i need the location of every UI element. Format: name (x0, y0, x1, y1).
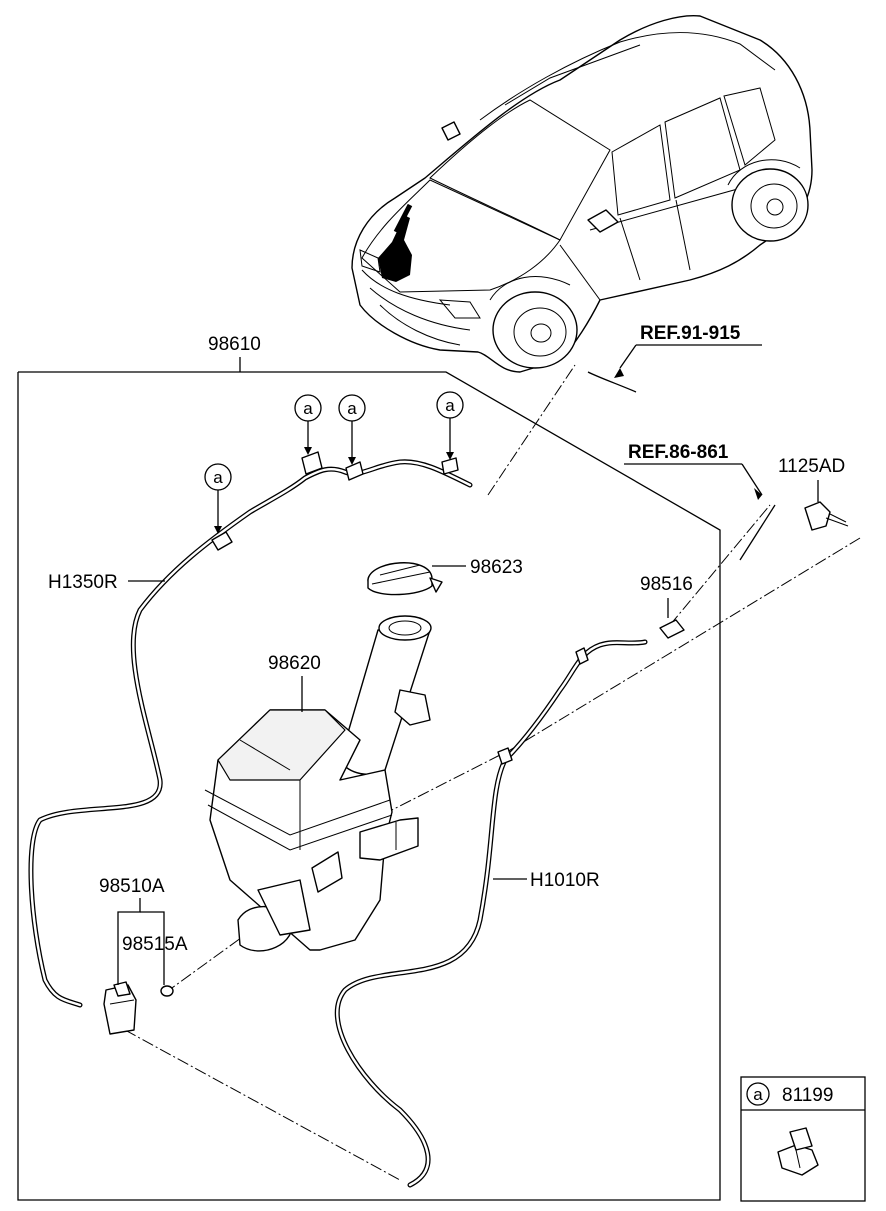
clip-callout-4: a (436, 391, 464, 460)
assembly-label: 98610 (208, 334, 261, 355)
connector-label: 98516 (640, 574, 693, 595)
clip-callout-2: a (294, 394, 322, 455)
callout-letter: a (303, 399, 313, 418)
washer-reservoir: 98620 (204, 615, 432, 952)
ref-86-861-callout: REF.86-861 (624, 442, 776, 561)
cap-label: 98623 (470, 557, 523, 578)
pump-label: 98510A (99, 876, 165, 897)
assembly-boundary (17, 371, 721, 1201)
hose-clips (211, 451, 589, 765)
clip-callout-1: a (204, 463, 232, 534)
ref-91-915-label: REF.91-915 (640, 323, 741, 344)
reservoir-cap: 98623 (367, 557, 523, 596)
vehicle-illustration (351, 15, 813, 373)
bolt-label: 1125AD (778, 456, 845, 477)
hose-h1010r: H1010R (334, 639, 648, 1188)
connector-98516: 98516 (640, 574, 693, 639)
callout-letter: a (213, 468, 223, 487)
reservoir-location-highlight (378, 215, 412, 282)
grommet-label: 98515A (122, 934, 188, 955)
grommet: 98515A (122, 934, 188, 997)
assembly-guidelines (124, 364, 861, 1181)
hose-h1010r-label: H1010R (530, 870, 600, 891)
legend-callout-letter: a (753, 1085, 763, 1104)
callout-letter: a (347, 399, 357, 418)
hose-h1350r-label: H1350R (48, 572, 118, 593)
clip-legend-box: a 81199 (740, 1076, 866, 1202)
reservoir-label: 98620 (268, 653, 321, 674)
clip-part-label: 81199 (782, 1085, 833, 1106)
clip-callout-3: a (338, 394, 366, 465)
bolt-1125ad: 1125AD (778, 456, 849, 531)
washer-pump: 98510A (99, 876, 165, 1035)
ref-91-915-callout: REF.91-915 (587, 323, 762, 393)
ref-86-861-label: REF.86-861 (628, 442, 729, 463)
callout-letter: a (445, 396, 455, 415)
